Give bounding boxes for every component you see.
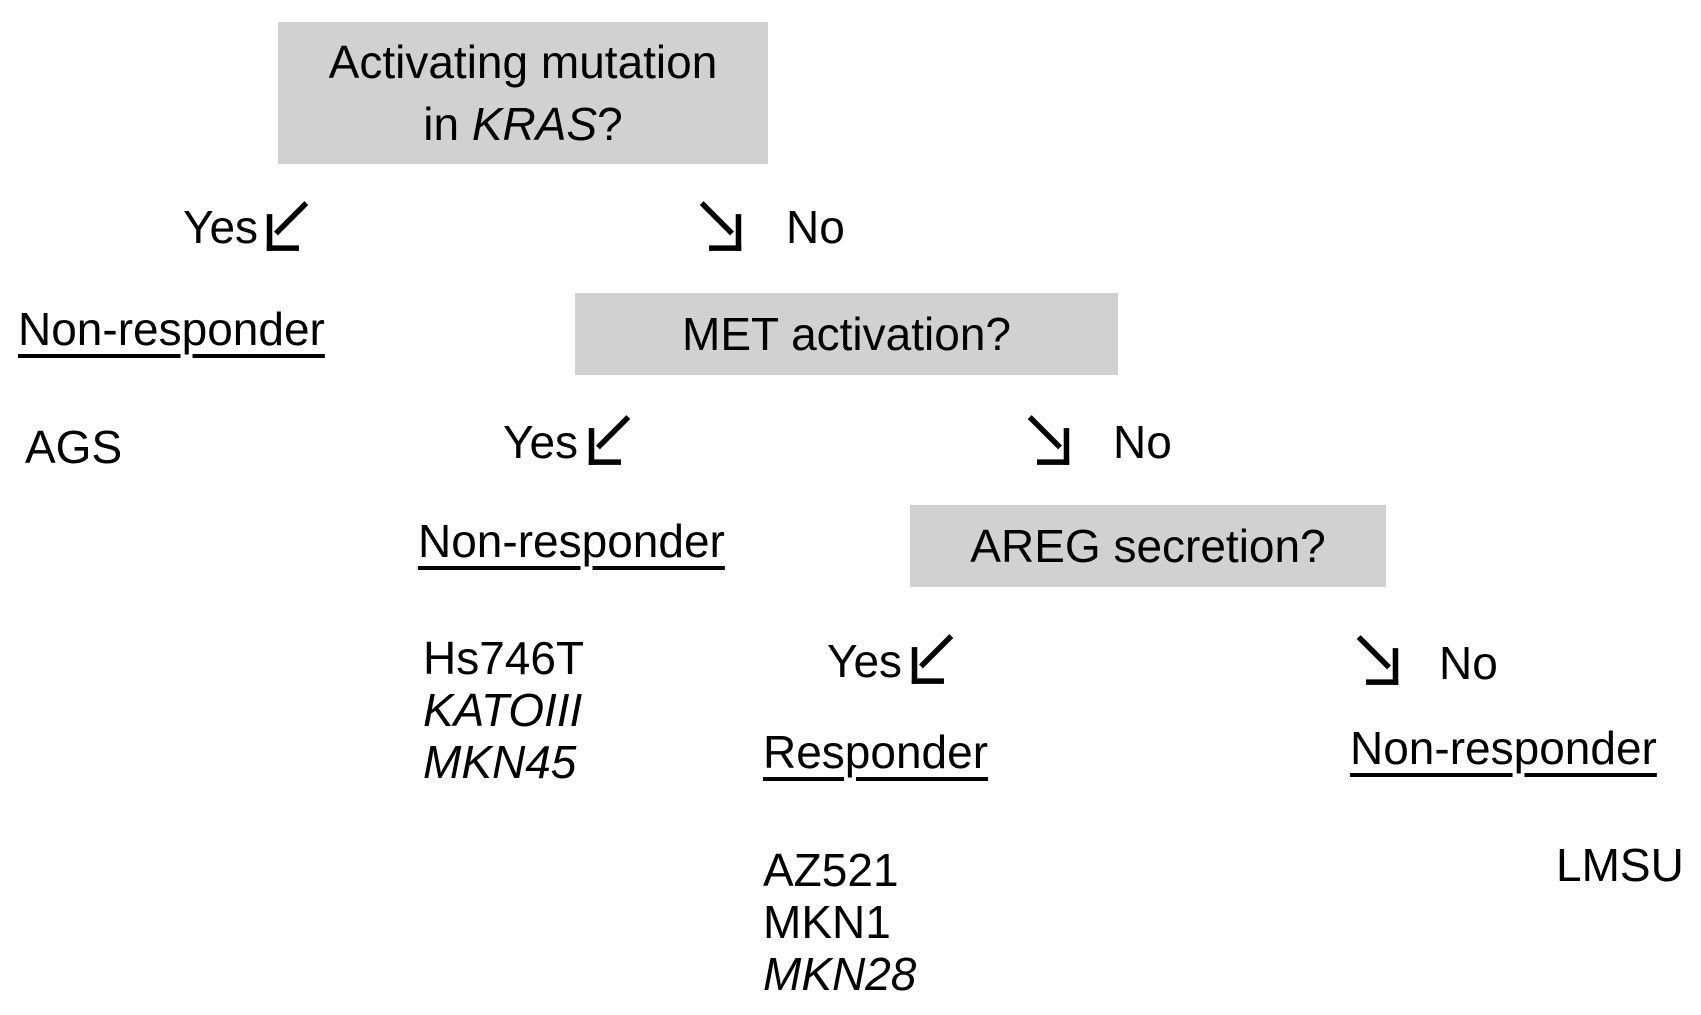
cell-line-list-areg-no: LMSU (1556, 839, 1684, 891)
arrow-down-right-icon (698, 199, 744, 255)
outcome-label-areg-no: Non-responder (1350, 722, 1657, 774)
cell-line-name: AGS (25, 421, 123, 473)
kras-question-text: Activating mutation (328, 36, 718, 88)
node-met-question: MET activation? (575, 293, 1118, 375)
cell-line-name: LMSU (1556, 839, 1684, 891)
kras-question-suffix: ? (597, 98, 623, 150)
cell-line-name: MKN28 (763, 948, 917, 1000)
kras-question-line2: in KRAS? (423, 93, 622, 155)
cell-line-list-kras-yes: AGS (25, 421, 122, 473)
arrow-down-left-icon (909, 632, 955, 688)
node-areg-question: AREG secretion? (910, 505, 1386, 587)
branch-label-areg-yes: Yes (827, 635, 903, 687)
cell-line-name: MKN1 (763, 896, 891, 948)
branch-label-kras-no: No (786, 201, 845, 253)
arrow-down-right-icon (1026, 413, 1072, 469)
outcome-label-areg-yes: Responder (763, 726, 989, 778)
branch-label-met-no: No (1113, 416, 1172, 468)
cell-line-name: AZ521 (763, 844, 899, 896)
branch-label-met-yes: Yes (503, 416, 579, 468)
kras-question-line1: Activating mutation (329, 31, 718, 93)
branch-label-areg-no: No (1439, 637, 1498, 689)
kras-gene-name: KRAS (471, 98, 598, 150)
arrow-down-left-icon (264, 199, 310, 255)
met-question-text: MET activation? (682, 308, 1011, 360)
outcome-label-kras-yes: Non-responder (18, 303, 325, 355)
kras-question-prefix: in (423, 98, 472, 150)
areg-question-text: AREG secretion? (970, 520, 1326, 572)
node-kras-question: Activating mutation in KRAS? (278, 22, 768, 164)
arrow-down-left-icon (586, 413, 632, 469)
outcome-label-met-yes: Non-responder (418, 515, 725, 567)
arrow-down-right-icon (1355, 633, 1401, 689)
cell-line-name: KATOIII (423, 684, 583, 736)
cell-line-name: MKN45 (423, 736, 577, 788)
cell-line-name: Hs746T (423, 632, 585, 684)
branch-label-kras-yes: Yes (183, 201, 259, 253)
